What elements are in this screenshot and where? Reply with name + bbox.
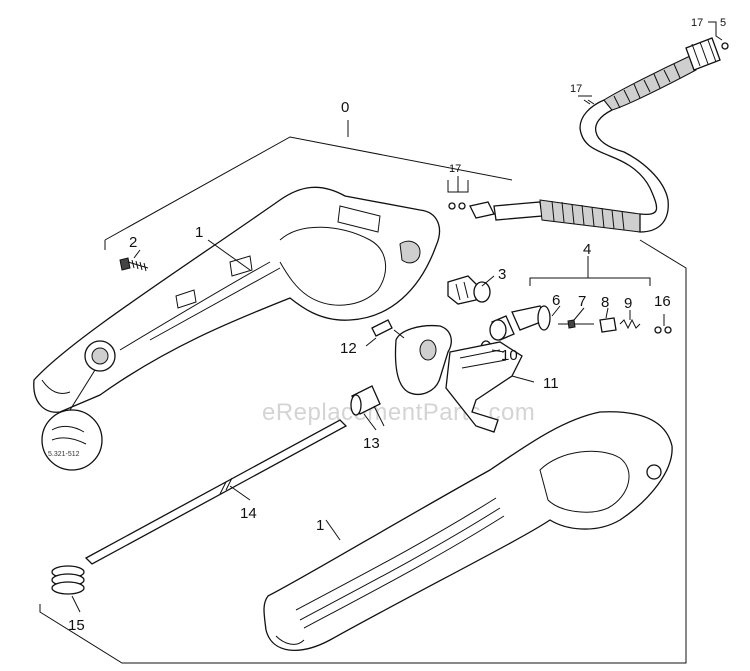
callout-8: 8 (601, 294, 609, 311)
leader-lines (71, 21, 723, 613)
hose-seal-ring (721, 42, 729, 50)
spring-part (51, 565, 85, 595)
callout-9: 9 (624, 295, 632, 312)
upper-handle-half (33, 186, 441, 413)
callout-4: 4 (583, 241, 591, 258)
hose-assembly (469, 37, 729, 233)
callout-16: 16 (654, 293, 671, 310)
callout-5: 5 (720, 17, 726, 29)
callout-3: 3 (498, 266, 506, 283)
callout-17-top: 17 (691, 17, 703, 29)
callout-12: 12 (340, 340, 357, 357)
callout-7: 7 (578, 293, 586, 310)
screw-part (119, 257, 149, 272)
assembly-frame (39, 120, 687, 664)
callout-11: 11 (543, 375, 559, 392)
callout-15: 15 (68, 617, 85, 634)
callout-1-lower: 1 (316, 517, 324, 534)
callout-labels: 0 1 2 3 4 6 7 8 9 16 10 11 12 13 14 1 15… (68, 17, 726, 634)
inset-stamp-text: 5.321-512 (48, 451, 80, 458)
callout-10: 10 (501, 347, 518, 364)
callout-14: 14 (240, 505, 257, 522)
lower-handle-half (263, 411, 673, 651)
spray-rod-part (84, 419, 348, 565)
callout-0: 0 (341, 99, 349, 116)
callout-17-hose: 17 (570, 83, 582, 95)
nozzle-parts-group (448, 202, 672, 341)
callout-1-upper: 1 (195, 224, 203, 241)
trigger-part (394, 324, 523, 433)
callout-17-left: 17 (449, 163, 461, 175)
inset-detail: 5.321-512 (41, 409, 103, 471)
valve-insert-part (447, 275, 491, 305)
callout-2: 2 (129, 234, 137, 251)
callout-13: 13 (363, 435, 380, 452)
pin-part (371, 319, 393, 337)
callout-6: 6 (552, 292, 560, 309)
